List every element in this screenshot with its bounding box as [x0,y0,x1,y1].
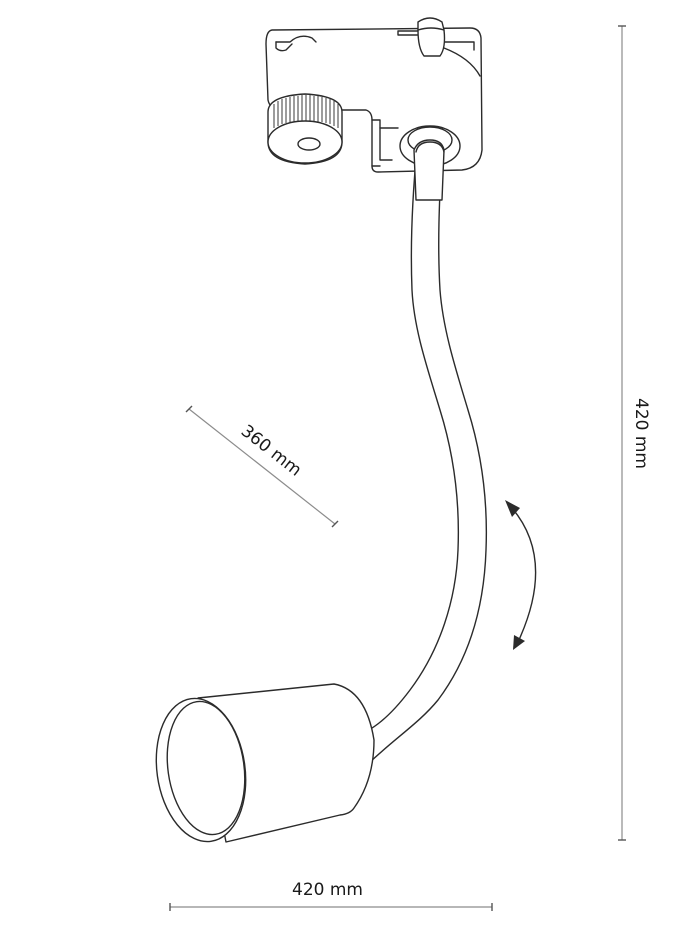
dimension-width: 420 mm [169,880,493,911]
height-label: 420 mm [631,398,651,469]
dimension-arm-length: 360 mm [185,405,339,528]
width-label: 420 mm [292,880,363,900]
lamp-shade [155,683,375,843]
arm-length-label: 360 mm [237,421,305,480]
dimension-height: 420 mm [618,25,651,841]
flexible-arm [366,147,488,763]
rotation-arrow-icon [505,500,537,650]
track-adapter [265,17,483,201]
arm-socket [399,125,461,201]
locking-knob [267,93,343,165]
